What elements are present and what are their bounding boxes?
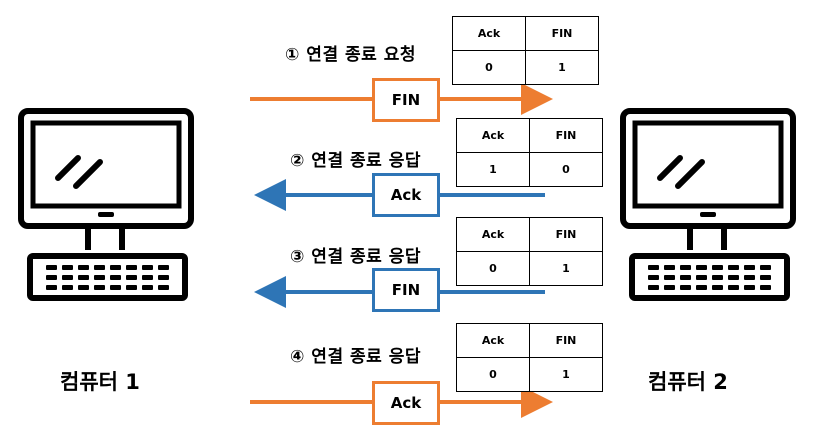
step-4-flags-table: Ack FIN 0 1	[456, 323, 603, 392]
step-3-label: ③ 연결 종료 응답	[290, 247, 421, 267]
flag-header-fin: FIN	[529, 323, 603, 358]
flag-header-ack: Ack	[456, 323, 530, 358]
computer-2-icon	[620, 108, 796, 301]
flag-header-ack: Ack	[456, 118, 530, 153]
flag-value-fin: 1	[529, 251, 603, 286]
flag-header-fin: FIN	[529, 118, 603, 153]
step-2-packet: Ack	[372, 173, 440, 217]
flag-value-ack: 0	[456, 357, 530, 392]
flag-value-ack: 1	[456, 152, 530, 187]
step-2-flags-table: Ack FIN 1 0	[456, 118, 603, 187]
flag-value-fin: 1	[529, 357, 603, 392]
flag-value-fin: 0	[529, 152, 603, 187]
computer-1-icon	[18, 108, 194, 301]
step-4-label: ④ 연결 종료 응답	[290, 347, 421, 367]
flag-header-fin: FIN	[529, 217, 603, 252]
step-4-packet: Ack	[372, 381, 440, 425]
flag-value-ack: 0	[452, 50, 526, 85]
step-3-flags-table: Ack FIN 0 1	[456, 217, 603, 286]
step-1-packet: FIN	[372, 78, 440, 122]
flag-header-fin: FIN	[525, 16, 599, 51]
flag-value-ack: 0	[456, 251, 530, 286]
step-3-packet: FIN	[372, 268, 440, 312]
step-1-label: ① 연결 종료 요청	[285, 45, 416, 65]
computer-1-label: 컴퓨터 1	[60, 370, 140, 394]
flag-header-ack: Ack	[456, 217, 530, 252]
flag-header-ack: Ack	[452, 16, 526, 51]
step-1-flags-table: Ack FIN 0 1	[452, 16, 599, 85]
step-2-label: ② 연결 종료 응답	[290, 151, 421, 171]
computer-2-label: 컴퓨터 2	[648, 370, 728, 394]
flag-value-fin: 1	[525, 50, 599, 85]
